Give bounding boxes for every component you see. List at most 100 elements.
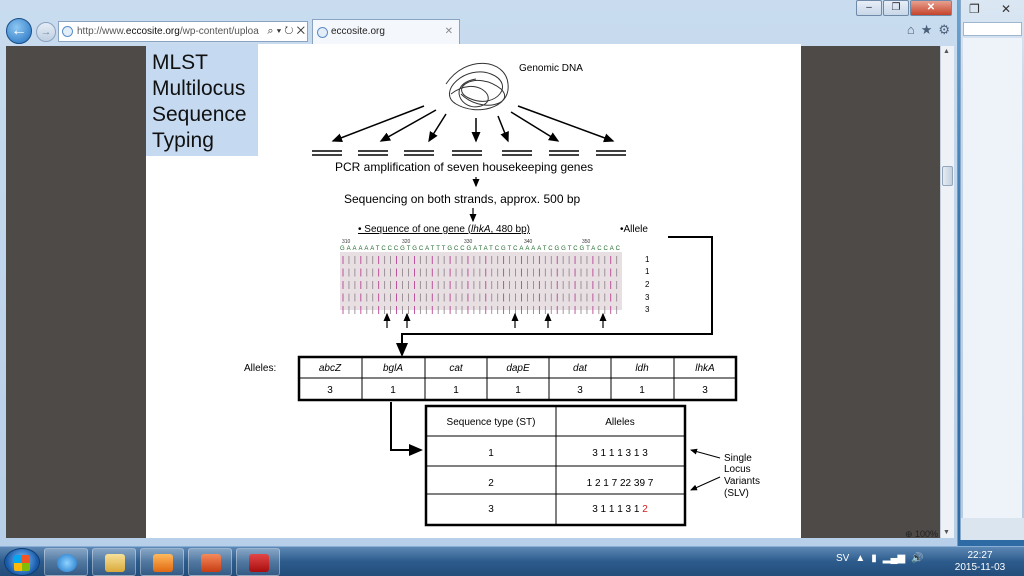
stop-icon[interactable]: ✕ xyxy=(297,25,305,37)
tools-gear-icon[interactable]: ⚙ xyxy=(938,22,950,38)
home-icon[interactable]: ⌂ xyxy=(907,22,915,38)
address-bar[interactable]: http://www.eccosite.org/wp-content/uploa… xyxy=(58,21,308,42)
refresh-icon[interactable]: ↻ xyxy=(284,25,293,37)
address-prefix: http://www. xyxy=(77,26,126,37)
taskbar-explorer[interactable] xyxy=(92,548,136,576)
allele-gene-header: abcZ xyxy=(319,363,342,374)
show-hidden-icons-icon[interactable]: ▲ xyxy=(855,553,865,564)
mlst-diagram: Genomic DNA PCR amplific xyxy=(146,44,801,538)
ruler-tick: 340 xyxy=(524,239,533,245)
signal-icon[interactable]: ▂▄▆ xyxy=(883,553,905,564)
folder-icon xyxy=(105,554,125,572)
alleles-table-label: Alleles: xyxy=(244,363,276,374)
allele-number: 1 xyxy=(645,267,650,276)
tab-eccosite[interactable]: eccosite.org ✕ xyxy=(312,19,460,45)
close-icon[interactable]: ✕ xyxy=(1001,2,1011,16)
allele-value: 3 xyxy=(577,385,583,396)
allele-number: 3 xyxy=(645,293,650,302)
address-controls[interactable]: ⌕ ▾ ↻ ✕ xyxy=(264,22,305,41)
internet-explorer-icon xyxy=(57,554,77,572)
ruler-tick: 330 xyxy=(464,239,473,245)
st-header: Alleles xyxy=(605,417,634,428)
gene-fragments xyxy=(312,151,626,155)
st-alleles: 3 1 1 1 3 1 2 xyxy=(592,504,648,515)
system-tray: SV ▲ ▮ ▂▄▆ 🔊 xyxy=(836,553,924,564)
navigation-bar: ← → http://www.eccosite.org/wp-content/u… xyxy=(0,16,958,46)
taskbar-media[interactable] xyxy=(140,548,184,576)
restore-icon[interactable]: ❐ xyxy=(969,2,980,16)
network-icon[interactable]: ▮ xyxy=(871,553,877,564)
allele-gene-header: cat xyxy=(449,363,464,374)
allele-value: 1 xyxy=(453,385,459,396)
reference-sequence: GAAAAATCCCGTGCATTTGCCGATATCGTCAAAATCGGTC… xyxy=(340,246,621,252)
st-number: 3 xyxy=(488,504,494,515)
tab-favicon-icon xyxy=(317,27,328,38)
taskbar-pdf[interactable] xyxy=(236,548,280,576)
pcr-text: PCR amplification of seven housekeeping … xyxy=(335,160,593,174)
clock-date: 2015-11-03 xyxy=(950,562,1010,574)
maximize-button[interactable]: ❐ xyxy=(883,0,909,16)
back-button[interactable]: ← xyxy=(6,18,32,44)
sequence-label: • Sequence of one gene (lhkA, 480 bp) xyxy=(358,224,530,235)
allele-value: 3 xyxy=(702,385,708,396)
allele-label: •Allele xyxy=(620,224,648,235)
allele-number: 2 xyxy=(645,280,650,289)
background-window-statusbar xyxy=(961,518,1024,540)
dna-arrows xyxy=(333,106,613,141)
clock[interactable]: 22:27 2015-11-03 xyxy=(950,550,1010,574)
address-suffix: /wp-content/uploa xyxy=(180,26,259,37)
minimize-button[interactable]: – xyxy=(856,0,882,16)
powerpoint-icon xyxy=(201,554,221,572)
sequence-type-table: Sequence type (ST) Alleles 1 3 1 1 1 3 1… xyxy=(426,406,685,525)
svg-text:Locus: Locus xyxy=(724,464,751,475)
background-window-toolbar xyxy=(963,22,1022,36)
svg-text:Variants: Variants xyxy=(724,476,760,487)
taskbar: SV ▲ ▮ ▂▄▆ 🔊 22:27 2015-11-03 xyxy=(0,546,1024,576)
forward-button[interactable]: → xyxy=(36,22,56,42)
allele-value: 3 xyxy=(327,385,333,396)
background-window[interactable]: ❐ ✕ xyxy=(960,0,1024,540)
sequencing-text: Sequencing on both strands, approx. 500 … xyxy=(344,192,581,206)
svg-text:Single: Single xyxy=(724,453,752,464)
slide: MLST Multilocus Sequence Typing Genomic … xyxy=(146,44,801,538)
allele-number: 3 xyxy=(645,305,650,314)
scrollbar-thumb[interactable] xyxy=(942,166,953,186)
title-bar: – ❐ ✕ xyxy=(0,0,958,16)
tab-close-icon[interactable]: ✕ xyxy=(445,20,453,44)
taskbar-powerpoint[interactable] xyxy=(188,548,232,576)
zoom-level[interactable]: ⊕ 100% xyxy=(905,529,938,540)
start-button[interactable] xyxy=(4,548,40,576)
alleles-table: abcZ bglA cat dapE dat ldh lhkA 3 1 1 1 … xyxy=(299,357,736,400)
taskbar-ie[interactable] xyxy=(44,548,88,576)
allele-value: 1 xyxy=(390,385,396,396)
dropdown-icon[interactable]: ▾ xyxy=(277,25,282,37)
close-button[interactable]: ✕ xyxy=(910,0,952,16)
scroll-down-icon[interactable]: ▼ xyxy=(943,529,950,536)
allele-value: 1 xyxy=(515,385,521,396)
windows-logo-icon xyxy=(14,555,30,571)
volume-icon[interactable]: 🔊 xyxy=(911,553,923,564)
allele-gene-header: ldh xyxy=(635,363,649,374)
slv-label: Single Locus Variants (SLV) xyxy=(724,453,760,499)
ruler-tick: 350 xyxy=(582,239,591,245)
svg-text:(SLV): (SLV) xyxy=(724,488,749,499)
st-alleles: 3 1 1 1 3 1 3 xyxy=(592,448,648,459)
favorites-star-icon[interactable]: ★ xyxy=(921,22,933,38)
search-icon[interactable]: ⌕ xyxy=(267,25,273,37)
allele-value: 1 xyxy=(639,385,645,396)
variant-arrows xyxy=(387,314,603,328)
allele-gene-header: dapE xyxy=(506,363,530,374)
vertical-scrollbar[interactable]: ▲ ▼ xyxy=(940,46,954,538)
address-domain: eccosite.org xyxy=(126,26,180,37)
allele-gene-header: dat xyxy=(573,363,588,374)
clock-time: 22:27 xyxy=(950,550,1010,562)
tab-title: eccosite.org xyxy=(331,26,385,37)
st-alleles: 1 2 1 7 22 39 7 xyxy=(587,478,654,489)
st-number: 2 xyxy=(488,478,494,489)
sequence-alignment: 310 320 330 340 350 GAAAAATCCCGTGCATTTGC… xyxy=(340,239,622,314)
scroll-up-icon[interactable]: ▲ xyxy=(943,48,950,55)
pdf-reader-icon xyxy=(249,554,269,572)
browser-window: – ❐ ✕ ← → http://www.eccosite.org/wp-con… xyxy=(0,0,958,546)
language-indicator[interactable]: SV xyxy=(836,553,849,564)
allele-number: 1 xyxy=(645,255,650,264)
